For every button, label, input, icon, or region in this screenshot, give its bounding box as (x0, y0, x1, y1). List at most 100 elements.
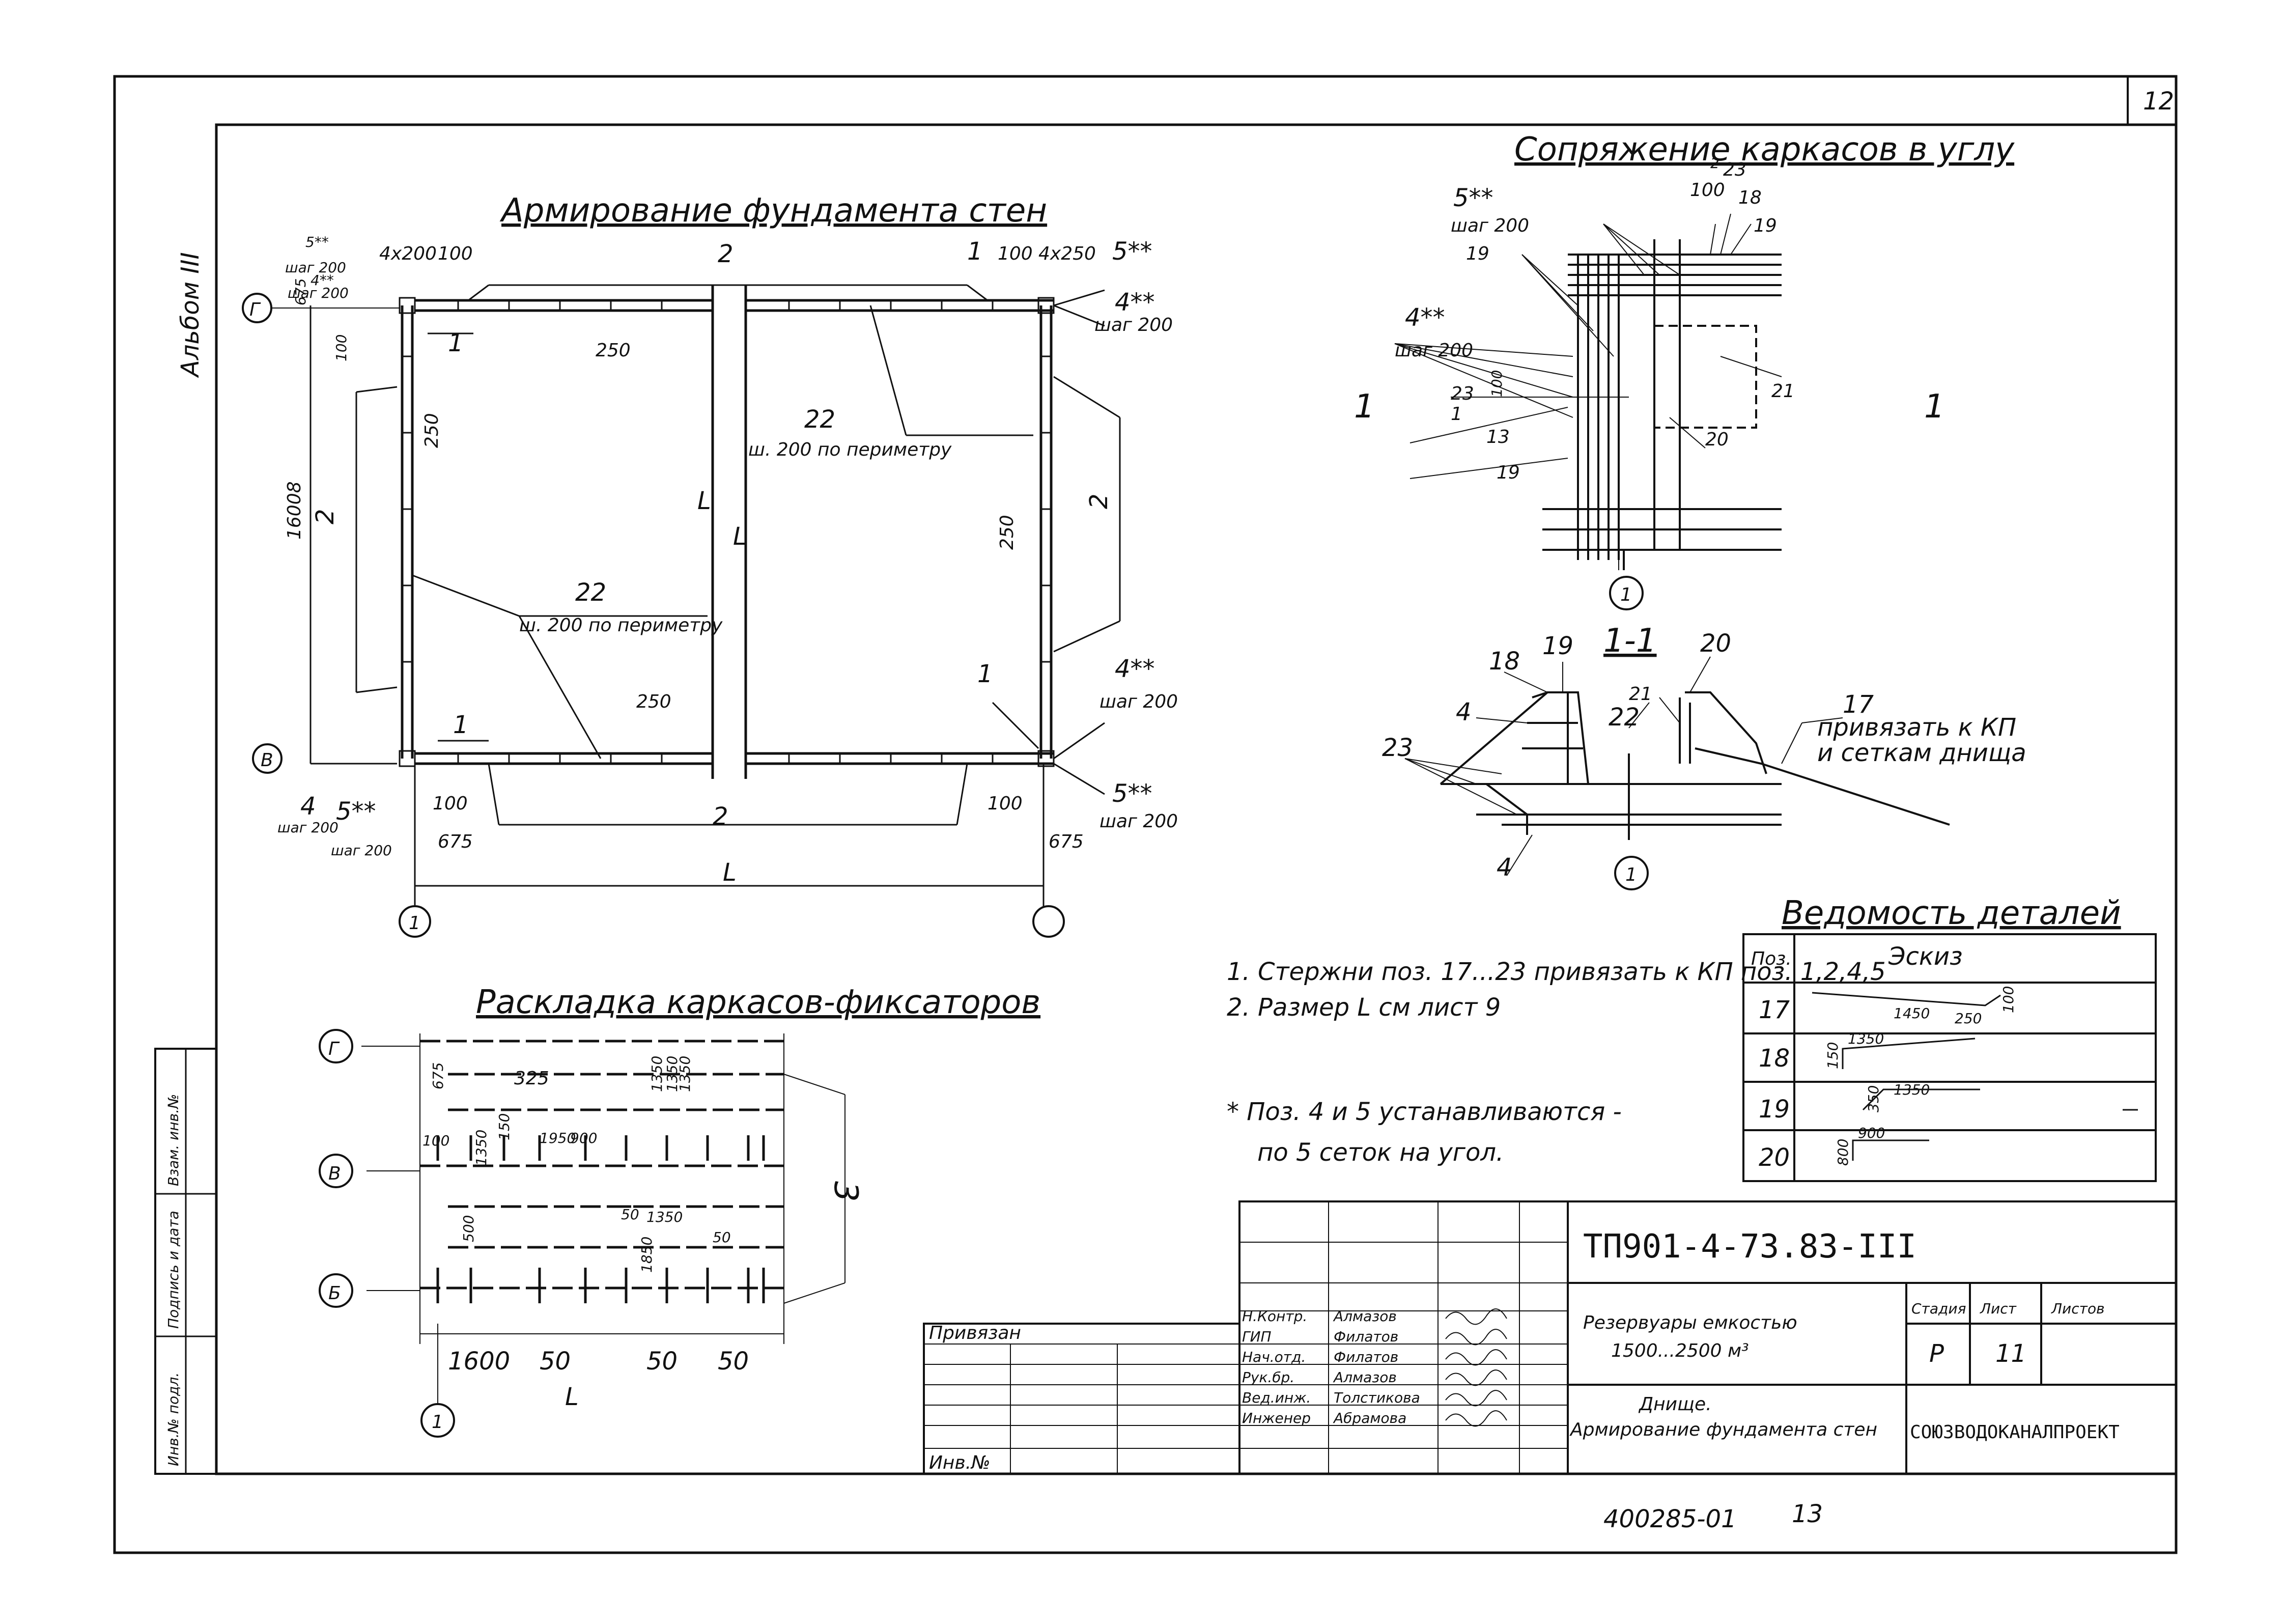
tb-role-0: Н.Контр. (1242, 1308, 1307, 1325)
lay-3: 3 (827, 1181, 864, 1202)
c-18: 18 (1738, 187, 1762, 208)
axis-v: В (261, 750, 273, 771)
s-4a: 4 (1456, 698, 1472, 726)
c-step4: шаг 200 (1395, 340, 1473, 361)
tb-role-4: Вед.инж. (1242, 1389, 1311, 1406)
tb-project-1: Резервуары емкостью (1583, 1312, 1797, 1333)
s-22: 22 (1609, 703, 1640, 732)
s-axis: 1 (1625, 864, 1637, 885)
tb-col-sheets: Листов (2051, 1300, 2105, 1317)
tb-role-2: Нач.отд. (1242, 1349, 1306, 1365)
sch-r1-pos: 17 (1759, 996, 1790, 1024)
c-4: 4** (1405, 303, 1445, 332)
lay-500: 500 (460, 1215, 477, 1242)
lay-325: 325 (514, 1068, 549, 1089)
tb-org: СОЮЗВОДОКАНАЛПРОЕКТ (1910, 1422, 2120, 1443)
lay-dim-l: L (565, 1383, 579, 1411)
tl-step1: шаг 200 (285, 259, 346, 276)
layout-title: Раскладка каркасов-фиксаторов (476, 984, 1040, 1021)
s-21: 21 (1629, 684, 1652, 705)
s-23: 23 (1382, 734, 1413, 762)
signatures (1445, 1308, 1507, 1427)
tb-privyazan: Привязан (929, 1323, 1021, 1343)
axis-v-bubble (252, 743, 283, 774)
axis-g: Г (249, 299, 261, 320)
lay-dim-50a: 50 (540, 1347, 571, 1376)
dim-4x250: 4х250 (1038, 243, 1096, 264)
c-100: 100 (1690, 180, 1725, 201)
tb-name-2: Филатов (1334, 1349, 1398, 1365)
dim-4x200: 4х200 (379, 243, 437, 264)
bl-5: 5** (336, 797, 376, 826)
main-plan: Армирование фундамента стен (242, 192, 1178, 938)
schedule-title: Ведомость деталей (1782, 894, 2121, 932)
sch-r4-pos: 20 (1759, 1143, 1790, 1172)
r-4: 4** (1115, 288, 1155, 317)
s-17: 17 (1843, 690, 1874, 719)
title-block: ТП901-4-73.83-III Привязан Инв.№ Н.Контр… (923, 1200, 2177, 1475)
tb-stage: Р (1929, 1339, 1944, 1368)
dim-100-left: 100 (333, 334, 350, 361)
axis-1-right-bubble (1032, 905, 1065, 938)
sch-r1-d1: 1450 (1894, 1005, 1930, 1022)
br-5: 5** (1112, 779, 1152, 808)
note-3b: по 5 сеток на угол. (1257, 1138, 1504, 1167)
tb-project-2: 1500...2500 м³ (1611, 1340, 1749, 1361)
br-step2: шаг 200 (1099, 811, 1178, 832)
c-step5: шаг 200 (1451, 215, 1529, 236)
lay-axis-b: Б (328, 1283, 341, 1304)
note22-a: ш. 200 по периметру (748, 439, 952, 460)
pos2-top: 2 (718, 240, 734, 268)
lay-dim-50c: 50 (718, 1347, 749, 1376)
stamp-inv: Инв.№ подл. (165, 1373, 182, 1466)
dim-250-a: 250 (596, 340, 631, 361)
c-2: 2 (1710, 155, 1719, 172)
c-19a: 19 (1754, 215, 1777, 236)
note-3a: * Поз. 4 и 5 устанавливаются - (1227, 1098, 1622, 1126)
dim-16008: 16008 (284, 481, 305, 540)
tb-code: ТП901-4-73.83-III (1583, 1228, 1916, 1266)
layout-plan: Раскладка каркасов-фиксаторов (319, 984, 1040, 1438)
tb-name-3: Алмазов (1333, 1369, 1397, 1386)
main-plan-title: Армирование фундамента стен (499, 192, 1047, 230)
lay-1350b: 1350 (664, 1056, 681, 1092)
c-21: 21 (1771, 381, 1795, 402)
lay-axis-v: В (328, 1163, 341, 1184)
lay-50b: 50 (713, 1229, 731, 1246)
lay-150: 150 (496, 1113, 513, 1140)
tb-role-3: Рук.бр. (1242, 1369, 1294, 1386)
pos2-bottom: 2 (713, 802, 728, 831)
bl-step2: шаг 200 (331, 842, 392, 859)
axis-1-left: 1 (409, 913, 420, 934)
bl-step1: шаг 200 (277, 819, 339, 836)
axis-1-left-bubble (399, 905, 431, 938)
sch-r2-pos: 18 (1759, 1044, 1790, 1073)
sch-r3-d2: 1350 (1894, 1081, 1930, 1098)
tl-5: 5** (305, 234, 329, 250)
dim-l: L (723, 858, 737, 887)
tb-role-1: ГИП (1242, 1328, 1272, 1345)
pos1-d: 1 (977, 660, 993, 688)
lay-675: 675 (430, 1062, 446, 1089)
c-23: 23 (1723, 159, 1746, 180)
dim-250-c: 250 (997, 515, 1018, 550)
sch-r3-pos: 19 (1759, 1095, 1790, 1124)
section-1-1: 1-1 19 18 4 22 21 20 23 17 привязать к К… (1382, 622, 2026, 890)
sch-r2-d2: 1350 (1848, 1030, 1884, 1047)
dim-675-bl: 675 (438, 831, 473, 852)
lay-1350e: 1350 (646, 1209, 683, 1225)
tb-name-4: Толстикова (1334, 1389, 1420, 1406)
dim-675-br: 675 (1049, 831, 1084, 852)
dim-100-b: 100 (998, 243, 1033, 264)
s-20: 20 (1700, 629, 1731, 658)
pos1-c: 1 (453, 711, 469, 739)
c-20: 20 (1705, 429, 1729, 450)
sch-r4-d1: 800 (1835, 1139, 1851, 1166)
dim-l-vert2: L (733, 522, 747, 551)
tb-name-5: Абрамова (1333, 1410, 1406, 1426)
tb-sheet-1: Днище. (1638, 1394, 1712, 1415)
dim-l-vert1: L (697, 487, 711, 515)
pos2-left: 2 (311, 509, 340, 524)
dim-675-top: 675 (292, 278, 309, 305)
